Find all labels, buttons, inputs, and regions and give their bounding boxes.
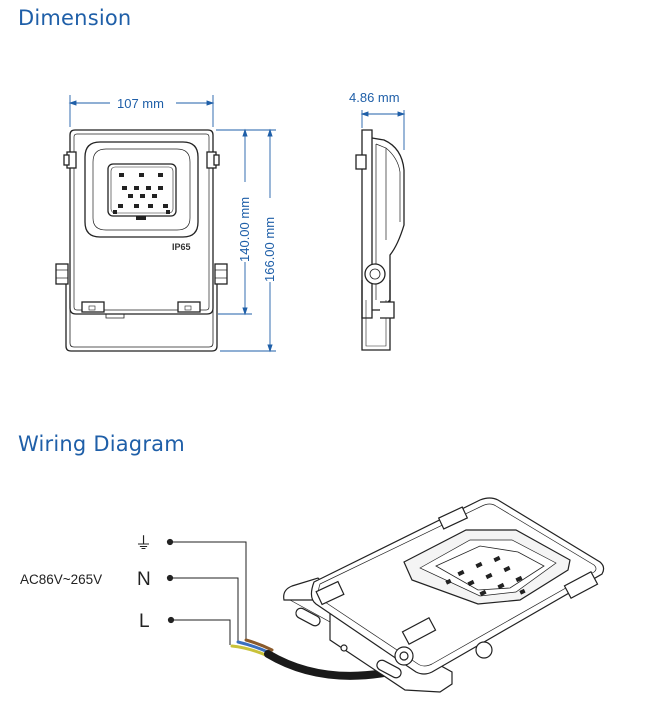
ip-rating-label: IP65 <box>172 242 191 252</box>
front-view <box>55 129 228 352</box>
dim-width <box>68 95 215 127</box>
front-pivot-left <box>55 263 69 285</box>
front-bracket <box>65 268 218 352</box>
front-body <box>69 129 214 315</box>
side-pivot-knob <box>364 263 386 285</box>
front-pivot-right <box>214 263 228 285</box>
dimension-title: Dimension <box>18 6 132 30</box>
neutral-label: N <box>137 569 151 590</box>
front-foot-right <box>177 301 201 313</box>
front-foot-left <box>81 301 105 313</box>
wiring-leaders <box>166 538 247 645</box>
front-led-chips <box>113 173 170 220</box>
live-label: L <box>139 611 150 632</box>
dim-total-height-label: 166.00 mm <box>262 217 277 282</box>
wiring-pivot-knob <box>475 641 493 659</box>
dim-depth <box>360 110 406 150</box>
front-led-board <box>107 163 177 217</box>
wiring-diagram-title: Wiring Diagram <box>18 432 185 456</box>
dim-body-height-label: 140.00 mm <box>237 197 252 262</box>
wiring-floodlight <box>283 497 605 693</box>
front-reflector <box>84 141 199 238</box>
dim-body-height <box>216 128 252 316</box>
dim-total-height <box>220 128 276 353</box>
side-body <box>361 129 373 319</box>
dim-width-label: 107 mm <box>117 96 164 111</box>
side-view <box>355 129 405 351</box>
wiring-led-chips <box>445 555 526 597</box>
dim-depth-label: 4.86 mm <box>349 90 400 105</box>
ground-label: ⏚ <box>135 534 152 553</box>
live-wire <box>244 638 274 652</box>
voltage-label: AC86V~265V <box>20 572 102 587</box>
